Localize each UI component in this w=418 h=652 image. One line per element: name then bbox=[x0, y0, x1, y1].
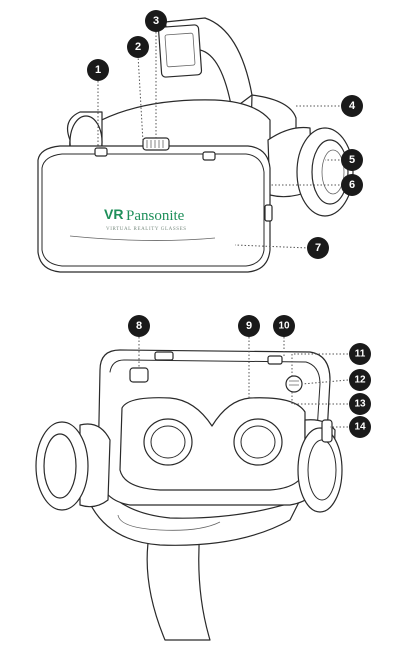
callout-3-label: 3 bbox=[153, 15, 159, 27]
callout-2: 2 bbox=[127, 36, 149, 58]
callout-4-label: 4 bbox=[349, 100, 356, 112]
callout-9: 9 bbox=[238, 315, 260, 337]
callout-7-label: 7 bbox=[315, 242, 321, 254]
callout-7: 7 bbox=[307, 237, 329, 259]
callout-10: 10 bbox=[273, 315, 295, 337]
callout-1: 1 bbox=[87, 59, 109, 81]
callout-10-label: 10 bbox=[278, 321, 290, 332]
leader-lines bbox=[97, 32, 349, 428]
callout-13-label: 13 bbox=[354, 399, 366, 410]
headset-front-view: VR Pansonite VIRTUAL REALITY GLASSES bbox=[37, 17, 354, 273]
callout-1-label: 1 bbox=[95, 64, 101, 76]
callout-9-label: 9 bbox=[246, 320, 252, 332]
callout-5-label: 5 bbox=[349, 154, 355, 166]
brand-tagline: VIRTUAL REALITY GLASSES bbox=[106, 227, 187, 232]
callout-4: 4 bbox=[341, 95, 363, 117]
callout-6-label: 6 bbox=[349, 179, 355, 191]
callout-3: 3 bbox=[145, 10, 167, 32]
callout-11-label: 11 bbox=[355, 349, 366, 360]
callout-2-label: 2 bbox=[135, 41, 141, 53]
callout-13: 13 bbox=[349, 393, 371, 415]
callout-11: 11 bbox=[349, 343, 371, 365]
callout-14: 14 bbox=[349, 416, 371, 438]
callout-12-label: 12 bbox=[354, 375, 366, 386]
callout-12: 12 bbox=[349, 369, 371, 391]
callout-8: 8 bbox=[128, 315, 150, 337]
brand-logo-mark: VR bbox=[104, 206, 123, 222]
brand-name: Pansonite bbox=[126, 208, 185, 224]
callout-14-label: 14 bbox=[354, 422, 366, 433]
headset-rear-view bbox=[35, 349, 343, 641]
callout-6: 6 bbox=[341, 174, 363, 196]
callout-8-label: 8 bbox=[136, 320, 142, 332]
callout-5: 5 bbox=[341, 149, 363, 171]
